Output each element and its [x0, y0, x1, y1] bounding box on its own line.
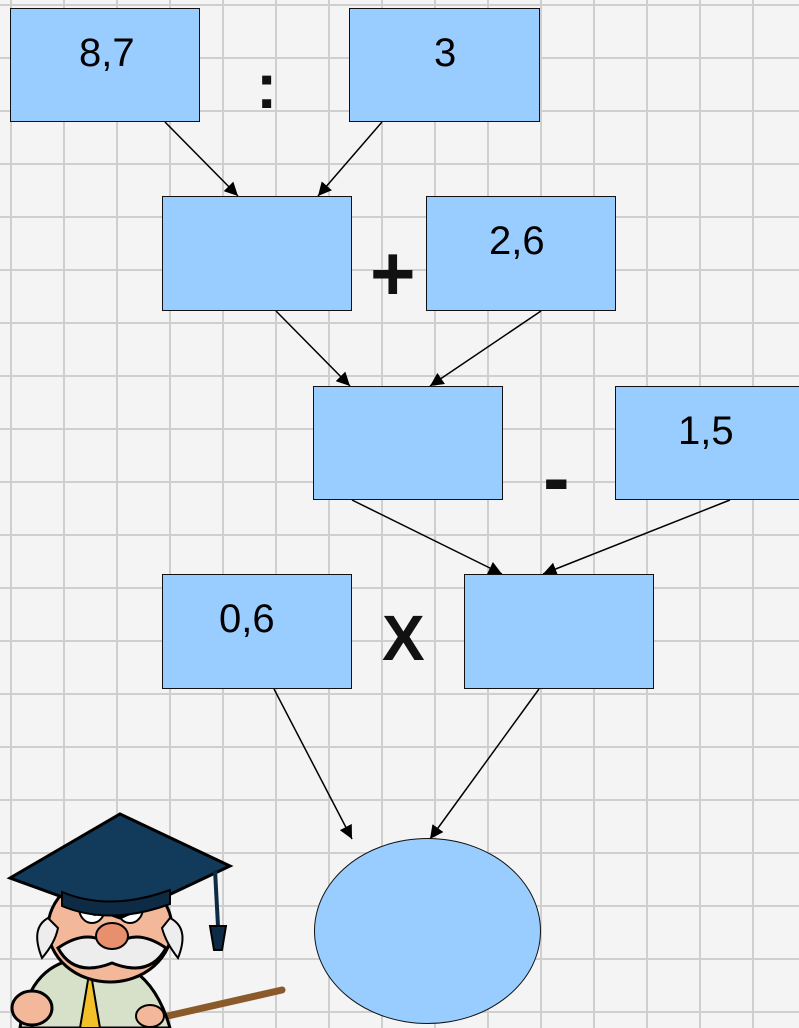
box-value: 8,7 — [79, 31, 135, 75]
arrow-divide-right — [317, 121, 383, 197]
box-dividend: 8,7 — [10, 8, 200, 122]
box-value: 2,6 — [489, 219, 545, 263]
minus-operator: - — [543, 433, 570, 522]
arrow-minus-left — [351, 499, 503, 575]
professor-owl-mascot-icon — [6, 812, 286, 1028]
box-divisor: 3 — [349, 8, 540, 122]
arrow-minus-right — [542, 499, 731, 576]
plus-operator: + — [370, 229, 416, 317]
multiply-operator: X — [382, 602, 425, 674]
arrow-plus-left — [275, 310, 351, 387]
box-value: 0,6 — [219, 597, 275, 641]
result-ellipse — [314, 838, 541, 1024]
box-sum-result — [313, 386, 503, 500]
arrow-multiply-right — [429, 688, 540, 840]
box-addend: 2,6 — [426, 196, 616, 311]
box-factor: 0,6 — [162, 574, 352, 689]
box-difference-result — [464, 574, 654, 689]
box-quotient-result — [162, 196, 352, 311]
arrow-divide-left — [164, 121, 239, 197]
arrow-multiply-left — [273, 688, 353, 840]
arrow-plus-right — [429, 310, 542, 387]
box-value: 3 — [434, 31, 457, 75]
box-subtrahend: 1,5 — [615, 386, 799, 500]
box-value: 1,5 — [678, 409, 734, 453]
divide-operator: : — [256, 50, 278, 122]
